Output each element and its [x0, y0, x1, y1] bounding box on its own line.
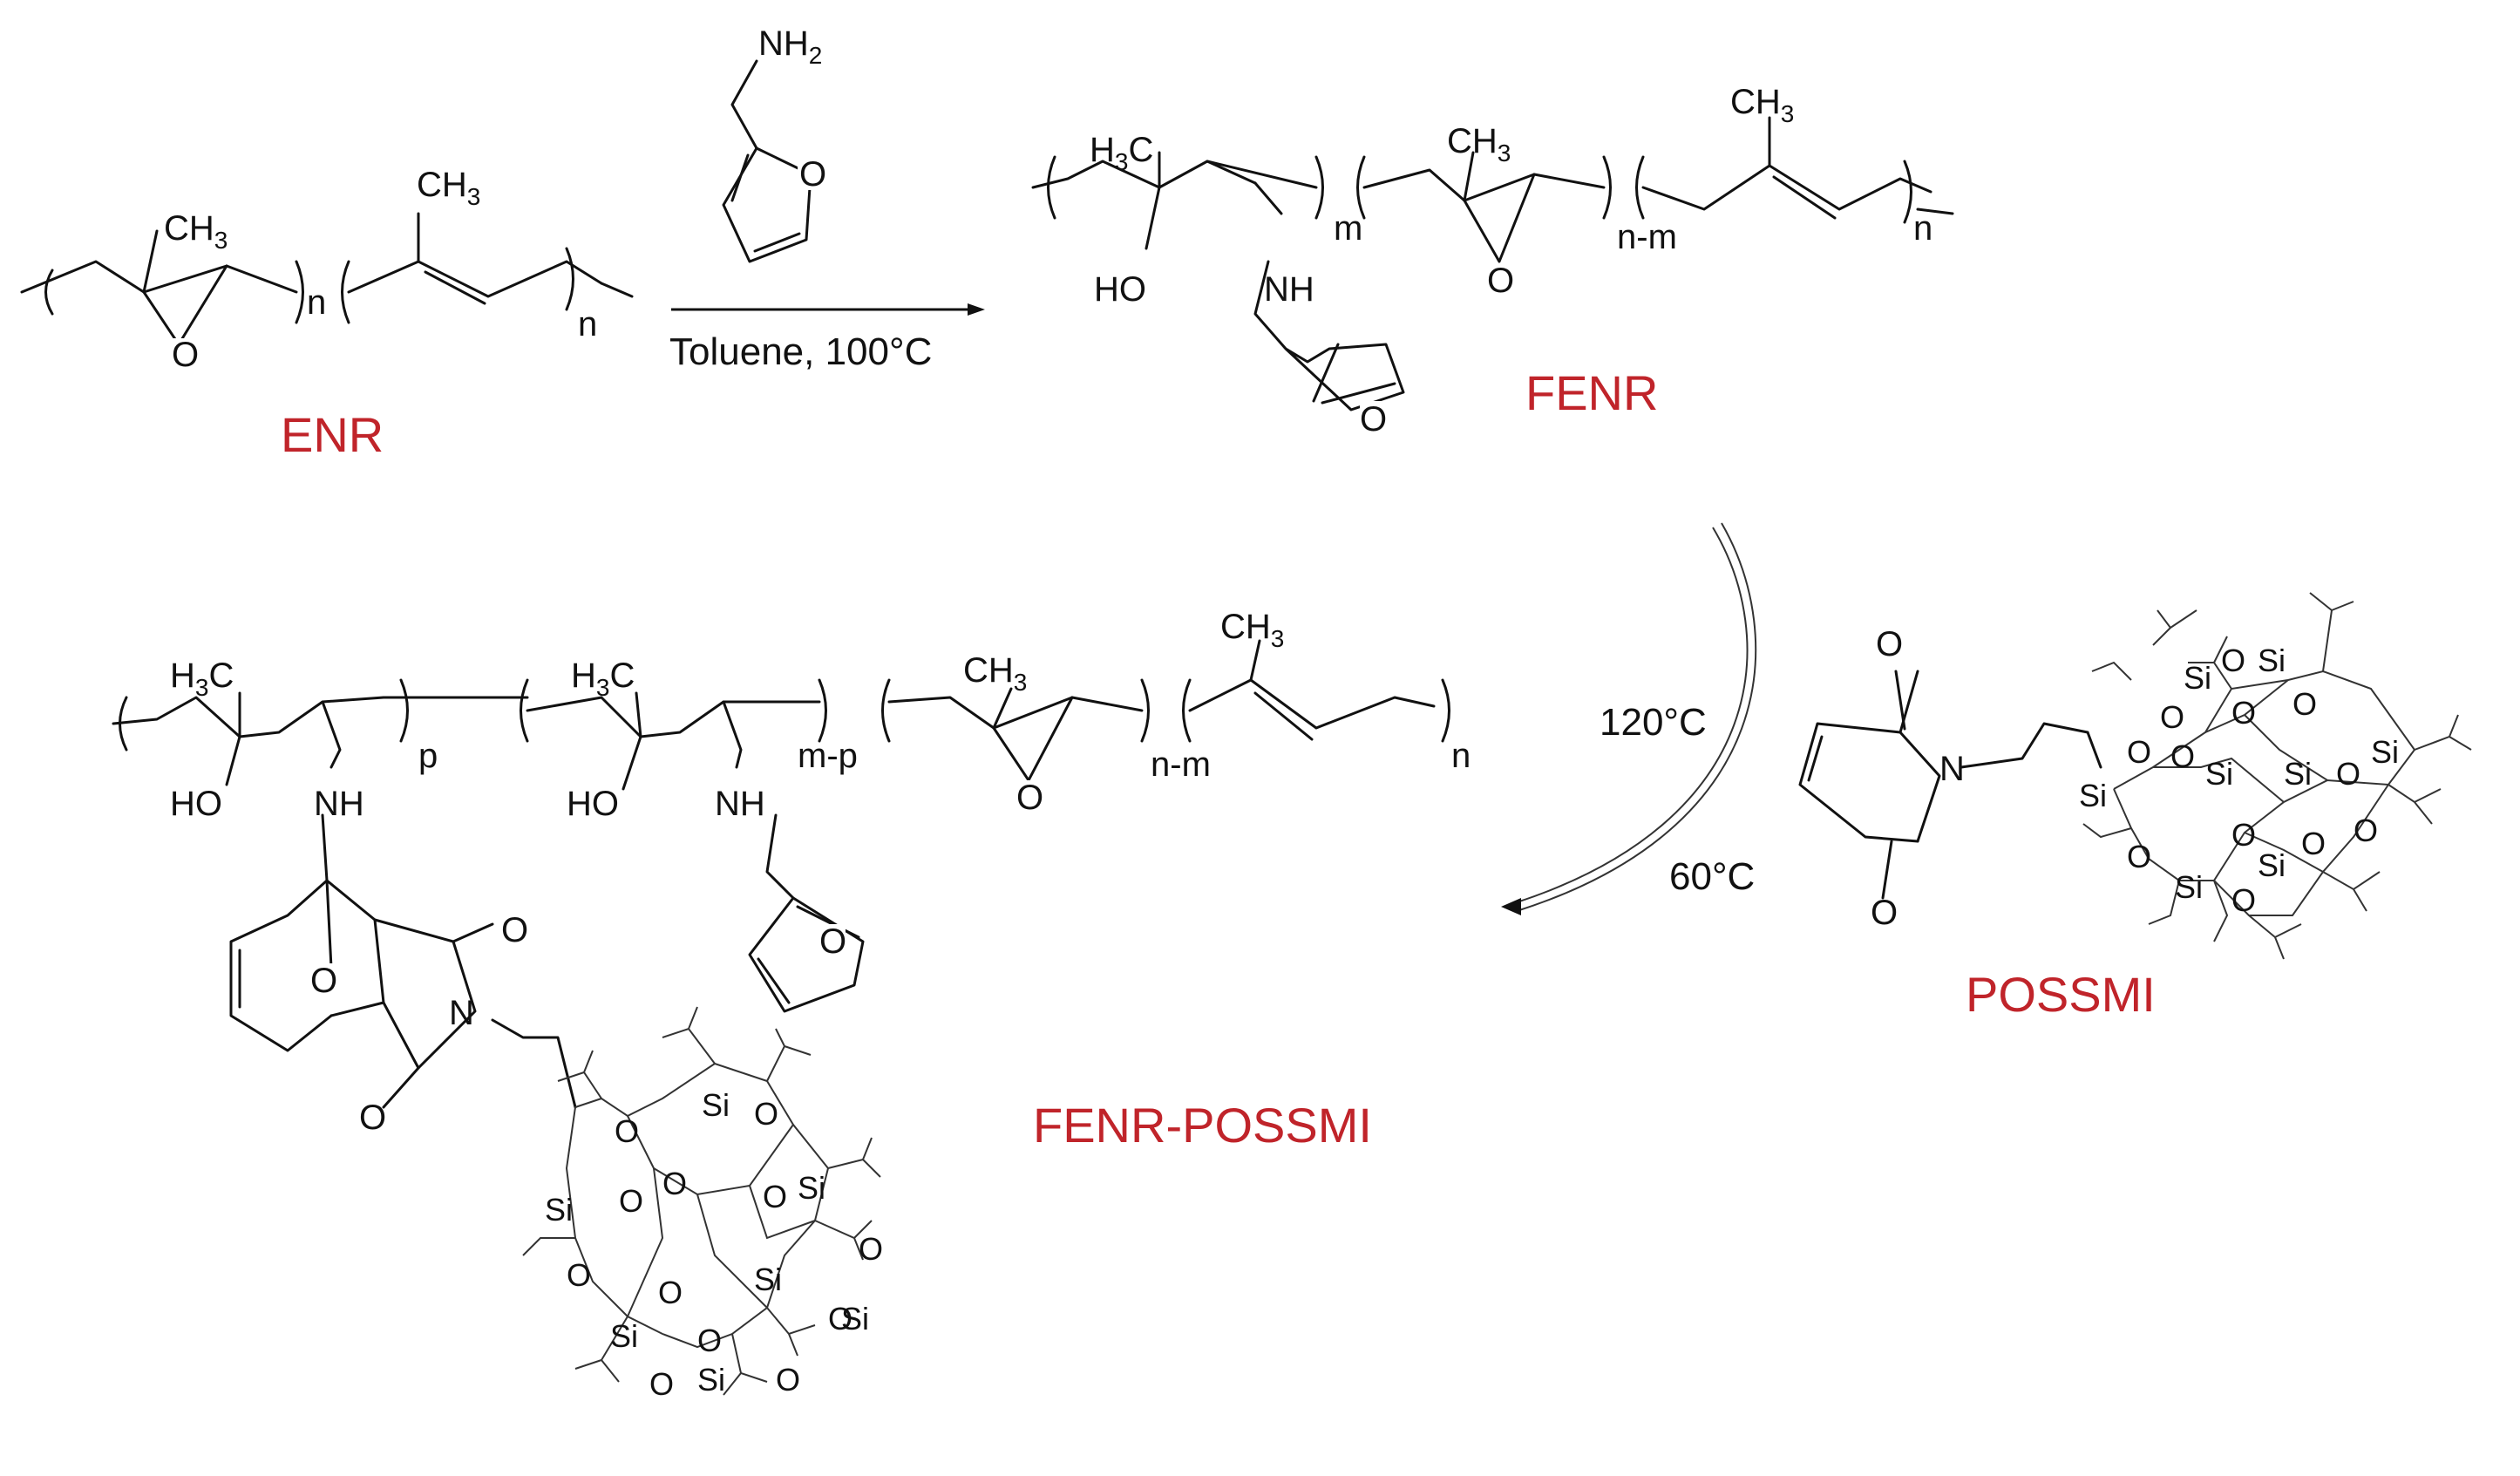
fenr-possmi-o: O — [828, 1301, 852, 1337]
fenr-possmi-si: Si — [610, 1318, 638, 1354]
fenr-possmi-o: O — [697, 1323, 722, 1358]
fenr-possmi-o: O — [567, 1257, 591, 1293]
fenr-methyl2-label: CH3 — [1730, 83, 1794, 127]
fenr-possmi-h3c-label-1: H3C — [170, 656, 234, 701]
fenr-possmi-o: O — [615, 1113, 639, 1149]
fenr-possmi-si: Si — [798, 1170, 825, 1206]
possmi-o: O — [2170, 738, 2195, 774]
fenr-possmi-imide-oxygen-bottom: O — [359, 1098, 386, 1137]
fenr-possmi-hydroxyl-1: HO — [170, 785, 222, 823]
possmi-carbonyl-oxygen-bottom: O — [1871, 894, 1898, 932]
enr-methyl2-label: CH3 — [417, 166, 480, 210]
enr-structure: CH3 O CH3 n n — [20, 166, 634, 374]
possmi-si2: Si — [2258, 643, 2286, 678]
fenr-possmi-si: Si — [841, 1301, 869, 1337]
fenr-possmi-h3c-label-2: H3C — [571, 656, 635, 701]
possmi-o: O — [2292, 686, 2317, 722]
possmi-o: O — [2127, 734, 2151, 770]
enr-subscript-n2: n — [578, 305, 597, 343]
possmi-o: O — [2231, 882, 2256, 918]
fenr-subscript-n: n — [1913, 209, 1932, 248]
enr-subscript-n1: n — [307, 283, 326, 322]
fenr-subscript-m: m — [1334, 209, 1362, 248]
fenr-possmi-imide-nitrogen: N — [449, 994, 474, 1032]
fenr-possmi-subscript-nm: n-m — [1151, 745, 1211, 784]
fenr-possmi-structure: O O O N O H3C H3C HO NH HO NH p m-p CH3 … — [112, 608, 1471, 1402]
fenr-possmi-si: Si — [754, 1262, 782, 1297]
reaction-conditions: Toluene, 100°C — [669, 330, 932, 373]
possmi-poss-cage: Si O O Si O Si O O O Si Si O Si O O O O … — [2079, 592, 2472, 960]
fenr-possmi-amine-2: NH — [715, 785, 765, 823]
fenr-possmi-amine-1: NH — [314, 785, 364, 823]
fenr-epoxide-oxygen: O — [1487, 262, 1514, 300]
fenr-possmi-o: O — [754, 1096, 778, 1132]
fenr-possmi-o: O — [662, 1166, 687, 1201]
furfurylamine-structure: O NH2 — [722, 24, 826, 263]
fenr-amine: NH — [1264, 270, 1314, 309]
possmi-si5: Si — [2371, 734, 2399, 770]
fenr-possmi-si: Si — [697, 1362, 725, 1398]
reagent-amine-label: NH2 — [758, 24, 822, 69]
possmi-si7: Si — [2258, 847, 2286, 883]
possmi-label: POSSMI — [1966, 967, 2156, 1022]
possmi-o: O — [2231, 695, 2256, 731]
forward-arrow — [671, 303, 985, 316]
possmi-nitrogen: N — [1939, 750, 1965, 788]
forward-temperature: 120°C — [1600, 701, 1707, 744]
fenr-structure: O H3C HO NH m CH3 O n-m CH3 n — [1031, 83, 1954, 439]
possmi-o: O — [2231, 817, 2256, 853]
possmi-si6: Si — [2175, 869, 2203, 905]
fenr-possmi-o: O — [658, 1275, 683, 1310]
fenr-possmi-o: O — [859, 1231, 883, 1267]
reagent-furan-oxygen: O — [799, 155, 826, 194]
possmi-si1: Si — [2184, 660, 2211, 696]
possmi-o: O — [2221, 643, 2245, 678]
reversible-arrow — [1501, 522, 1757, 915]
fenr-possmi-methyl-label: CH3 — [963, 651, 1027, 696]
enr-epoxide-oxygen: O — [172, 336, 199, 374]
fenr-possmi-subscript-n: n — [1451, 737, 1471, 775]
reverse-temperature: 60°C — [1669, 855, 1755, 898]
fenr-possmi-label: FENR-POSSMI — [1033, 1098, 1372, 1153]
possmi-carbonyl-oxygen-top: O — [1876, 625, 1903, 663]
fenr-possmi-bridge-oxygen: O — [310, 962, 337, 1000]
possmi-o: O — [2336, 756, 2360, 792]
fenr-h3c-label: H3C — [1090, 131, 1153, 175]
enr-label: ENR — [281, 407, 384, 462]
fenr-possmi-poss-cage: Si O O Si O Si O O O O O Si O Si Si O O … — [522, 1006, 883, 1402]
fenr-subscript-nm: n-m — [1617, 218, 1677, 256]
fenr-possmi-si: Si — [702, 1087, 730, 1123]
fenr-possmi-methyl2-label: CH3 — [1220, 608, 1284, 652]
enr-methyl-label: CH3 — [164, 209, 228, 254]
possmi-o: O — [2354, 813, 2378, 848]
fenr-label: FENR — [1525, 365, 1658, 420]
possmi-si4: Si — [2284, 756, 2312, 792]
possmi-si-attach: Si — [2079, 778, 2107, 813]
fenr-possmi-o: O — [776, 1362, 800, 1398]
fenr-possmi-subscript-mp: m-p — [798, 737, 858, 775]
fenr-possmi-hydroxyl-2: HO — [567, 785, 619, 823]
fenr-possmi-o: O — [649, 1366, 674, 1402]
fenr-possmi-si: Si — [545, 1192, 573, 1228]
possmi-si3: Si — [2205, 756, 2233, 792]
possmi-o: O — [2127, 839, 2151, 874]
possmi-structure: O O N Si O O Si O Si — [1798, 592, 2472, 960]
fenr-possmi-furan-oxygen: O — [819, 922, 846, 961]
fenr-possmi-subscript-p: p — [418, 737, 438, 775]
fenr-possmi-o: O — [619, 1183, 643, 1219]
possmi-o: O — [2301, 826, 2326, 861]
fenr-furan-oxygen: O — [1360, 400, 1387, 439]
fenr-possmi-epoxide-oxygen: O — [1016, 779, 1043, 817]
fenr-possmi-imide-oxygen-top: O — [501, 911, 528, 949]
fenr-hydroxyl: HO — [1094, 270, 1146, 309]
possmi-o: O — [2160, 699, 2184, 735]
fenr-methyl-label: CH3 — [1447, 122, 1511, 167]
fenr-possmi-o: O — [763, 1179, 787, 1214]
